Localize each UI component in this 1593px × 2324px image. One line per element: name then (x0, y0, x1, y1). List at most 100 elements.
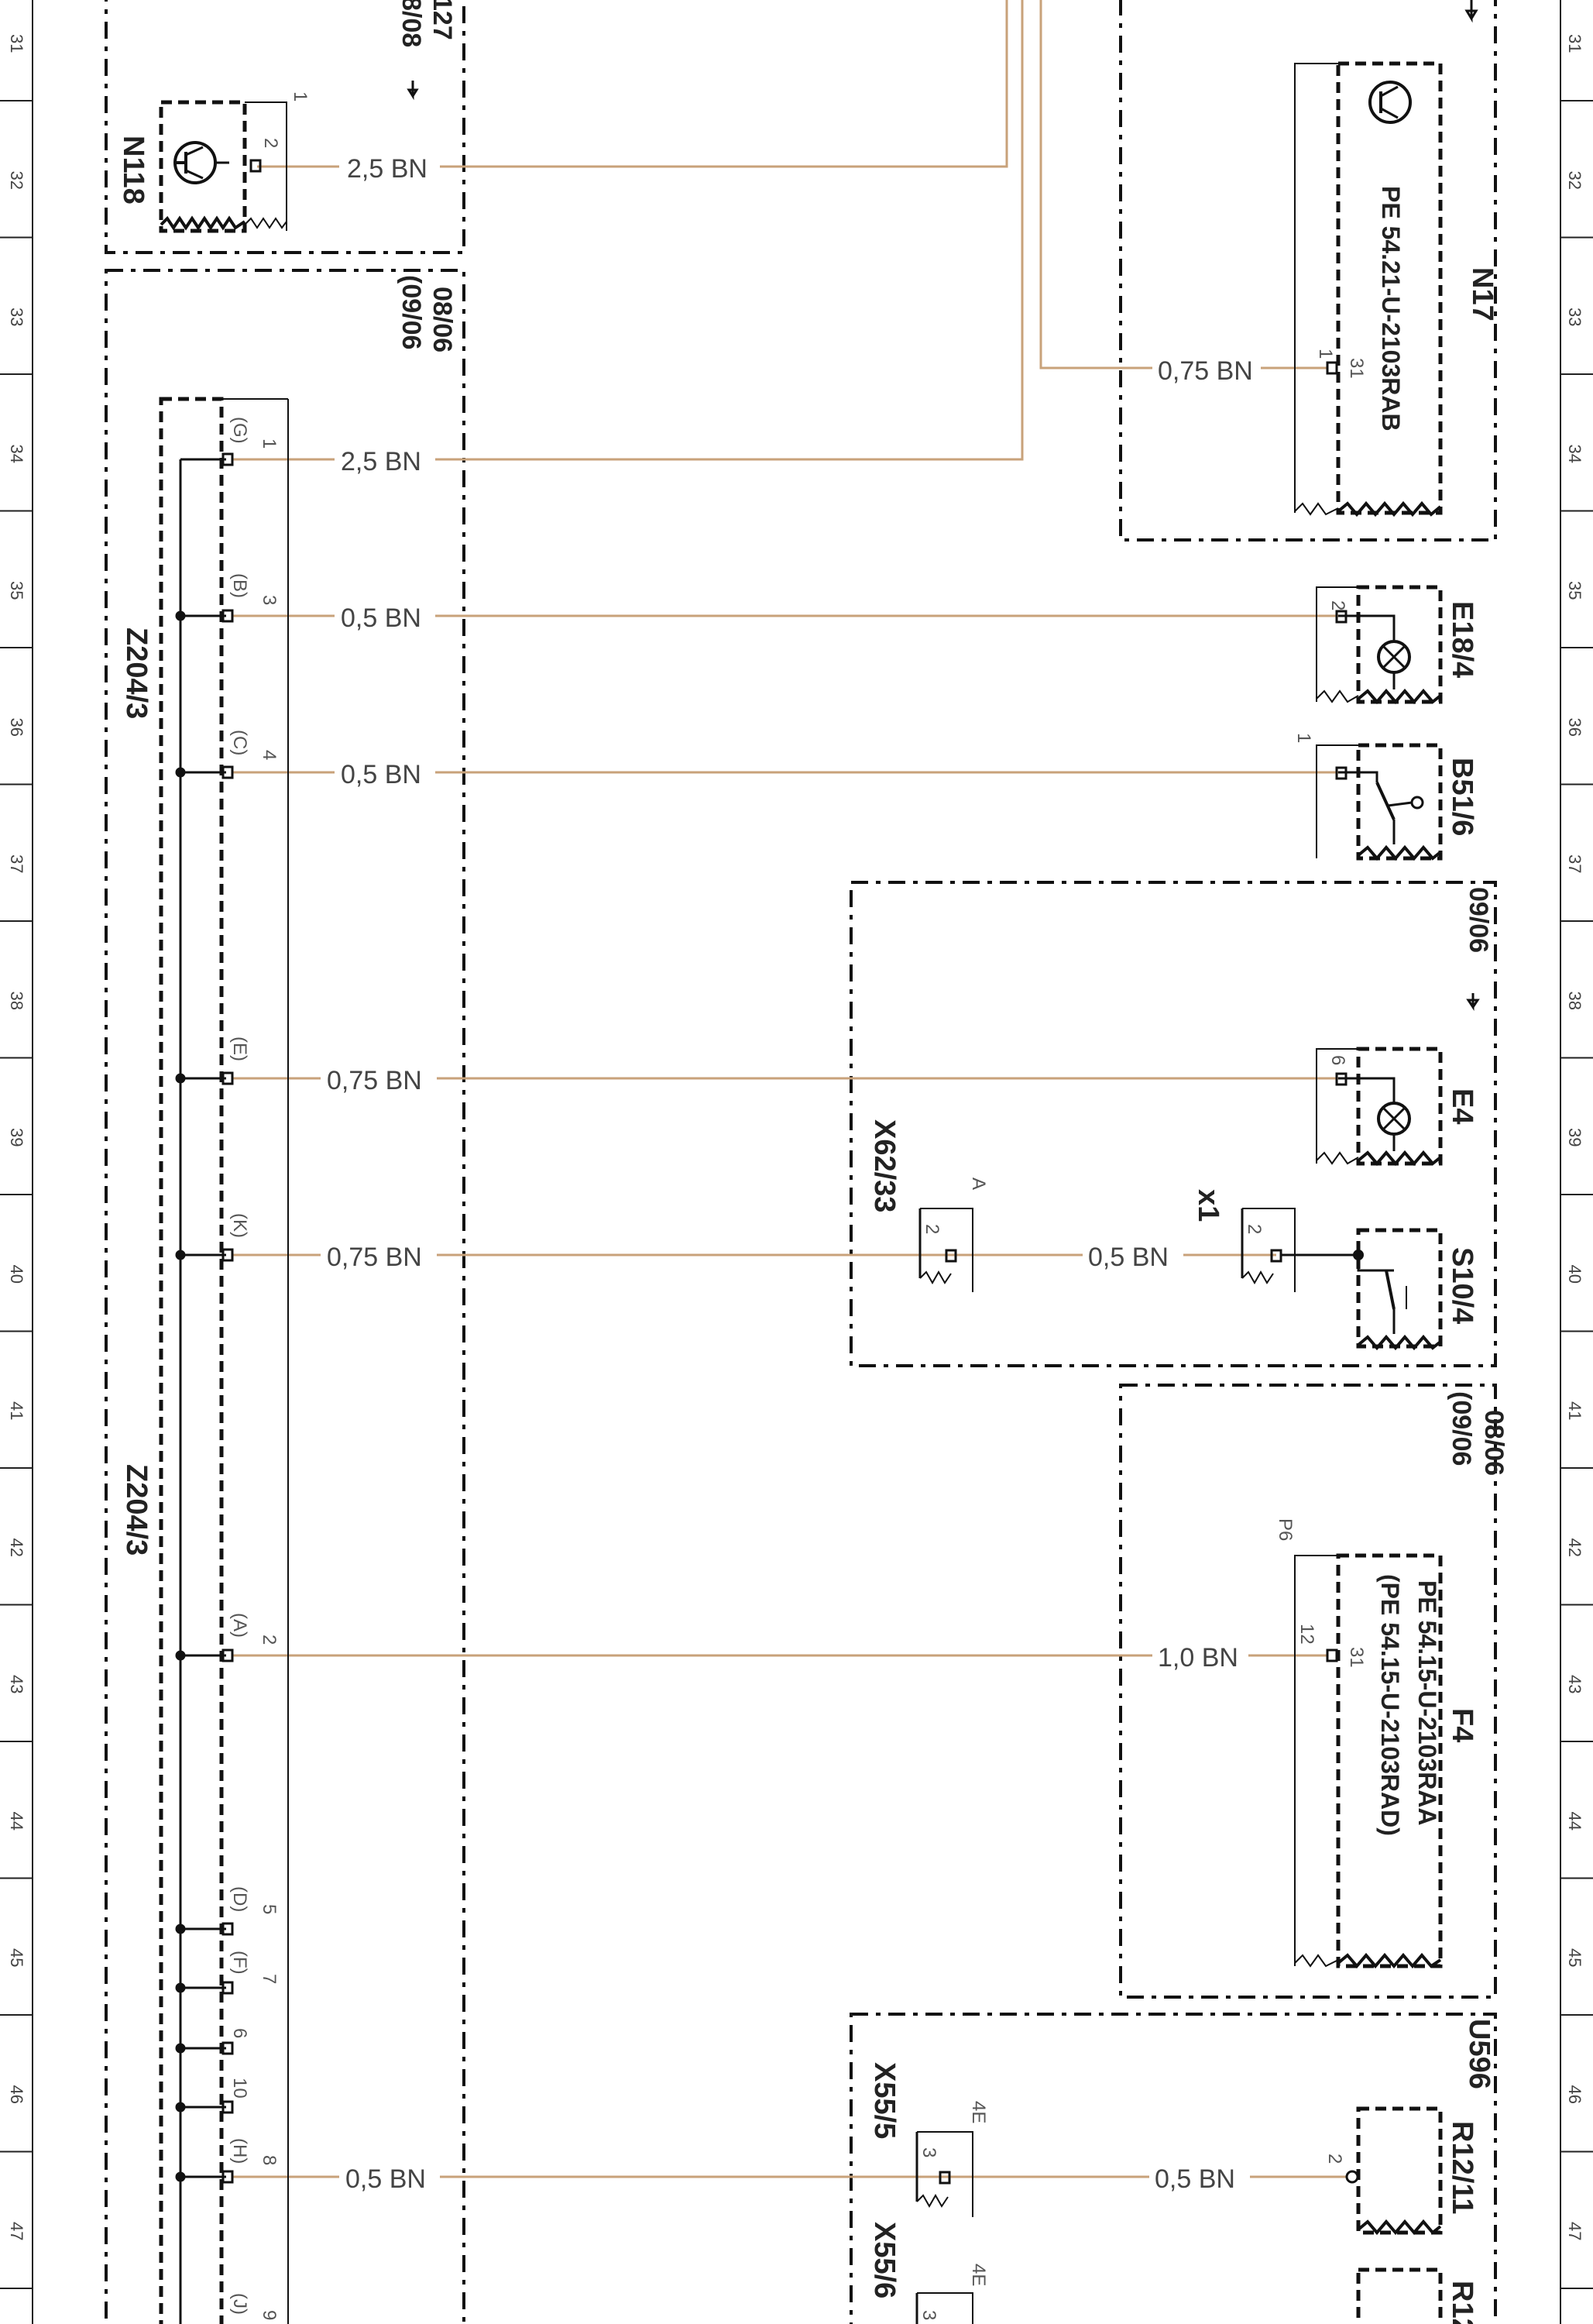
row-number: 44 (7, 1812, 26, 1831)
row-number: 42 (1565, 1538, 1584, 1557)
n118-frame (105, 0, 465, 254)
svg-text:(A): (A) (229, 1613, 250, 1638)
svg-text:4: 4 (259, 750, 280, 760)
x62-33-pin-a: A (968, 1177, 989, 1190)
s10-4-component (1281, 1228, 1443, 1351)
n118-label: N118 (117, 136, 149, 205)
row-number: 33 (7, 308, 26, 326)
wire-label-n17: 0,75 BN (1158, 356, 1253, 386)
svg-text:(H): (H) (229, 2138, 250, 2164)
row-number: 43 (1565, 1675, 1584, 1693)
row-number: 41 (1565, 1401, 1584, 1420)
e18-4-label: E18/4 (1446, 601, 1478, 678)
row-number: 31 (1565, 34, 1584, 53)
pin-terminal (221, 765, 234, 779)
n118-component (159, 100, 287, 233)
r12-next-label: R12 (1446, 2281, 1478, 2324)
row-number: 46 (7, 2085, 26, 2104)
svg-text:(B): (B) (229, 573, 250, 598)
wire-label-c: 0,5 BN (341, 760, 421, 789)
row-number: 32 (1565, 171, 1584, 190)
row-number: 36 (1565, 718, 1584, 737)
x55-5-connector (915, 2131, 973, 2217)
x1-connector (1241, 1208, 1296, 1292)
r12-next-component (1356, 2267, 1443, 2324)
x55-6-label: X55/6 (868, 2222, 901, 2298)
x1-pin-2: 2 (1244, 1224, 1265, 1234)
x62-33-connector (918, 1208, 973, 1292)
row-number: 36 (7, 718, 26, 737)
row-number: 46 (1565, 2085, 1584, 2104)
n17-pin-1: 1 (1315, 349, 1336, 359)
pin-terminal (221, 1922, 234, 1936)
row-number: 34 (1565, 445, 1584, 463)
svg-text:6: 6 (229, 2028, 250, 2038)
wire-label-g: 2,5 BN (341, 447, 421, 476)
e18-4-pin-2: 2 (1327, 600, 1348, 610)
svg-text:(F): (F) (229, 1951, 250, 1975)
f4-pe-1: PE 54.15-U-2103RAA (1413, 1580, 1441, 1826)
row-number: 45 (1565, 1948, 1584, 1967)
date-top-left-1: 127 (427, 0, 457, 40)
r12-11-component (1345, 2106, 1443, 2236)
svg-text:3: 3 (259, 595, 280, 605)
svg-text:9: 9 (259, 2310, 280, 2320)
wire-n118 (257, 0, 1008, 168)
f4-pin-12: 12 (1296, 1624, 1317, 1645)
pin-terminal (221, 452, 234, 466)
pin-terminal (221, 1071, 234, 1085)
x55-5-pin-3: 3 (918, 2147, 939, 2157)
x55-6-pin-4e: 4E (968, 2264, 989, 2286)
n17-component (1294, 61, 1443, 517)
f4-pin-31: 31 (1346, 1647, 1367, 1668)
row-number: 45 (7, 1948, 26, 1967)
svg-text:7: 7 (259, 1974, 280, 1984)
row-number: 40 (1565, 1265, 1584, 1284)
wire-label-r12: 0,5 BN (1155, 2164, 1235, 2194)
frames (105, 0, 1497, 2324)
row-number: 34 (7, 445, 26, 463)
row-number: 44 (1565, 1812, 1584, 1831)
pin-terminal (221, 609, 234, 623)
row-number: 47 (1565, 2222, 1584, 2240)
x55-6-connector (915, 2292, 973, 2324)
z204-label-bottom: Z204/3 (120, 1464, 153, 1556)
f4-pin-p6: P6 (1275, 1518, 1296, 1541)
svg-text:10: 10 (229, 2078, 250, 2099)
row-number: 39 (7, 1128, 26, 1147)
b51-6-component (1316, 743, 1443, 861)
row-number: 35 (7, 581, 26, 600)
r12-11-label: R12/11 (1446, 2121, 1478, 2214)
z204-frame (105, 269, 465, 2324)
pin-terminal (221, 2170, 234, 2184)
row-number: 32 (7, 171, 26, 190)
svg-text:8: 8 (259, 2155, 280, 2165)
x55-5-pin-4e: 4E (968, 2101, 989, 2123)
f4-component (1294, 1553, 1443, 1969)
row-number: 40 (7, 1265, 26, 1284)
row-number: 33 (1565, 308, 1584, 326)
e4-label: E4 (1446, 1088, 1478, 1124)
wire-labels: 2,5 BN 0,75 BN 2,5 BN 0,5 BN 0,5 BN 0,75… (321, 147, 1261, 2194)
z204-date-to: (09/06 (397, 275, 426, 349)
n17-frame (1119, 0, 1497, 541)
b51-6-label: B51/6 (1446, 758, 1478, 836)
wire-label-x1: 0,5 BN (1088, 1243, 1169, 1272)
wire-label-n118: 2,5 BN (347, 154, 427, 184)
svg-text:(C): (C) (229, 730, 250, 755)
wire-label-k: 0,75 BN (327, 1243, 422, 1272)
svg-text:(E): (E) (229, 1037, 250, 1061)
wire-label-h: 0,5 BN (345, 2164, 426, 2194)
row-number: 41 (7, 1401, 26, 1420)
row-number: 38 (1565, 992, 1584, 1010)
row-number: 39 (1565, 1128, 1584, 1147)
n118-pin-2: 2 (260, 138, 281, 148)
svg-text:(J): (J) (229, 2293, 250, 2315)
row-number: 42 (7, 1538, 26, 1557)
z204-date-from: 08/06 (427, 287, 457, 352)
e4-pin-6: 6 (1327, 1055, 1348, 1065)
pin-terminal (221, 2041, 234, 2055)
x62-33-pin-2: 2 (922, 1224, 942, 1234)
